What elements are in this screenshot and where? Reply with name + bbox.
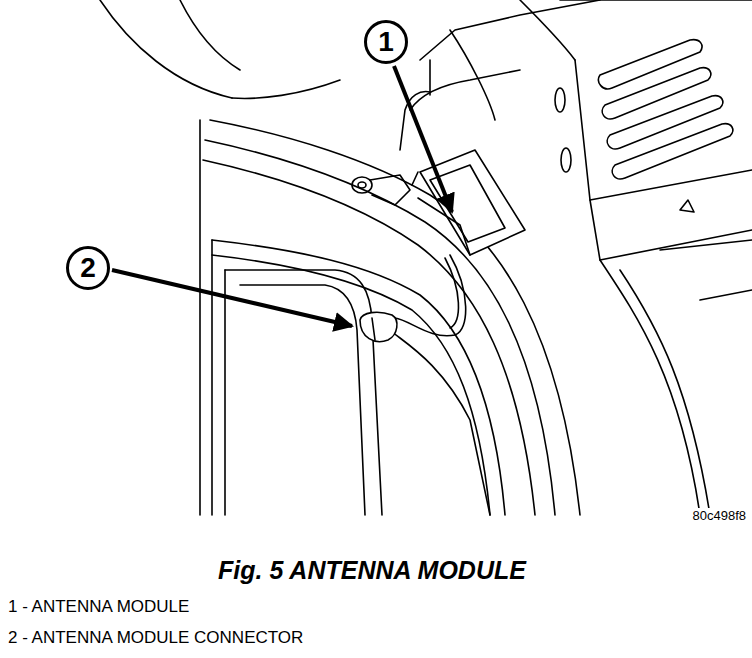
figure-caption: Fig. 5 ANTENNA MODULE	[218, 556, 526, 585]
legend-line: 1 - ANTENNA MODULE	[8, 597, 189, 617]
callout-number: 1	[378, 28, 394, 56]
legend-line: 2 - ANTENNA MODULE CONNECTOR	[8, 628, 303, 648]
callout-circle: 2	[66, 246, 110, 290]
callout-circle: 1	[364, 20, 408, 64]
figure-id: 80c498f8	[693, 508, 747, 523]
callout-number: 2	[80, 254, 96, 282]
